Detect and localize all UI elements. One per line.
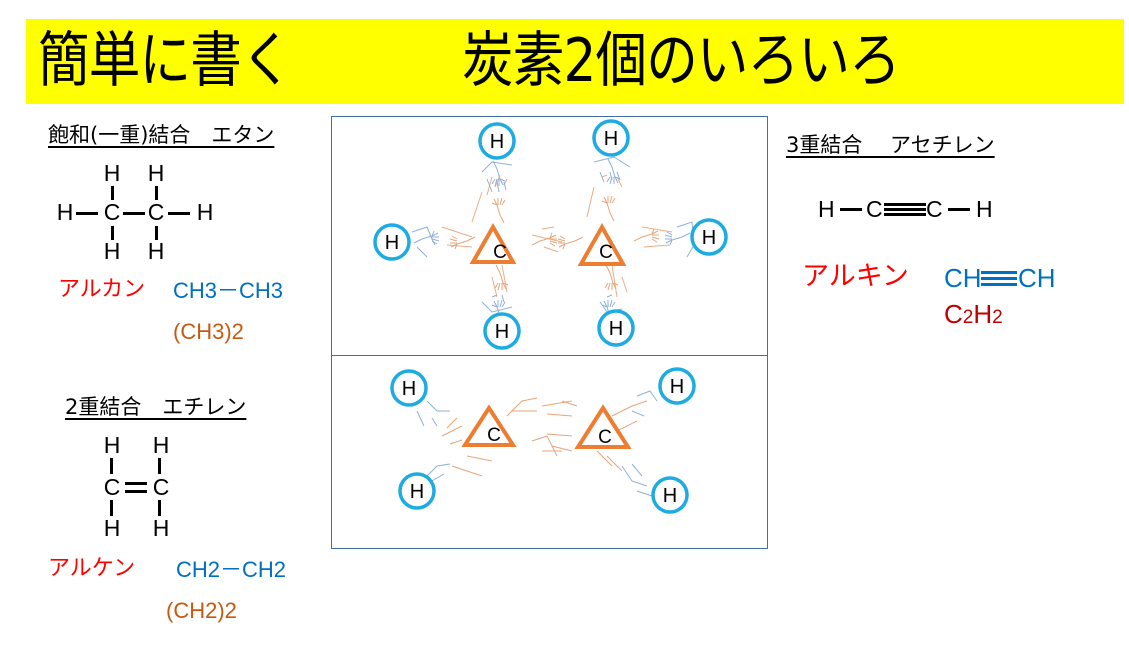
ethane-class-name: アルカン [58, 277, 146, 302]
ethane-condensed: (CH3)2 [173, 319, 244, 344]
bond [948, 208, 970, 211]
molecular-c-sub: 2 [962, 307, 974, 328]
hydrogen-circle: H [651, 476, 689, 514]
svg-text:C: C [599, 242, 613, 263]
formula-ch-right: CH [1018, 263, 1056, 293]
bond [111, 226, 114, 240]
acetylene-heading: 3重結合 アセチレン [786, 133, 995, 157]
hydrogen-circle: H [390, 369, 428, 407]
svg-text:C: C [493, 242, 507, 263]
hydrogen-circle: H [597, 309, 635, 347]
triple-bond-2 [884, 208, 926, 211]
triple-bond-3 [884, 213, 926, 216]
hydrogen-circle: H [483, 312, 521, 350]
bond [111, 186, 114, 200]
svg-text:H: H [495, 321, 509, 343]
atom-c: C [147, 199, 165, 225]
svg-text:H: H [663, 485, 677, 507]
hydrogen-circle: H [592, 119, 630, 157]
bond [76, 212, 98, 215]
molecular-c: C [944, 299, 963, 329]
atom-h: H [103, 515, 121, 541]
triple-bond-1 [884, 203, 926, 206]
title-left: 簡単に書く [38, 26, 293, 96]
acetylene-structure: H C C H [818, 196, 1018, 226]
double-bond-bottom [125, 490, 147, 493]
ethylene-formula: CH2－CH2 [176, 557, 287, 582]
ethane-hand-diagram: C C H H H H H H [331, 116, 768, 356]
ethylene-hand-diagram: C C H H H H [331, 355, 768, 549]
atom-h: H [147, 160, 165, 186]
svg-text:H: H [702, 227, 716, 249]
carbon-triangle-2: C [574, 404, 632, 449]
ethane-structure: H H H C C H H H [50, 160, 230, 270]
atom-c: C [866, 196, 883, 222]
carbon-triangle-1: C [469, 222, 517, 264]
triple-bond-line [981, 277, 1017, 280]
bond [158, 458, 161, 474]
molecular-h-sub: 2 [992, 307, 1003, 328]
svg-text:H: H [402, 378, 416, 400]
ethylene-condensed: (CH2)2 [166, 598, 237, 623]
bond [110, 500, 113, 516]
hydrogen-circle: H [690, 218, 728, 256]
molecular-h: H [973, 299, 993, 329]
atom-c: C [103, 474, 121, 500]
atom-c: C [926, 196, 943, 222]
acetylene-molecular: C2H2 [944, 298, 1003, 334]
ethylene-structure: H H C C H H [96, 430, 196, 541]
atom-h: H [152, 515, 170, 541]
atom-h: H [976, 196, 993, 222]
atom-h: H [103, 238, 121, 264]
atom-h: H [56, 199, 74, 225]
svg-text:H: H [604, 128, 618, 150]
svg-text:H: H [385, 232, 399, 254]
bond [155, 186, 158, 200]
hydrogen-circle: H [658, 367, 696, 405]
triple-bond-line [981, 271, 1017, 274]
bond [168, 212, 190, 215]
svg-text:H: H [609, 318, 623, 340]
atom-h: H [103, 432, 121, 458]
svg-text:C: C [487, 425, 501, 446]
hand-icon [413, 158, 691, 326]
acetylene-class-name: アルキン [802, 261, 909, 292]
formula-ch-left: CH [944, 263, 982, 293]
atom-c: C [103, 199, 121, 225]
atom-h: H [103, 160, 121, 186]
bond [840, 208, 862, 211]
hydrogen-circle: H [478, 122, 516, 160]
title-bar: 簡単に書く 炭素2個のいろいろ [26, 19, 1124, 104]
hydrogen-circle: H [398, 472, 436, 510]
carbon-triangle-1: C [461, 404, 517, 447]
svg-text:H: H [670, 376, 684, 398]
ethylene-class-name: アルケン [48, 556, 136, 581]
triple-bond-line [981, 283, 1017, 286]
carbon-triangle-2: C [577, 222, 627, 266]
acetylene-formula: CH CH [944, 262, 1074, 294]
atom-c: C [152, 474, 170, 500]
bond [123, 212, 145, 215]
title-right: 炭素2個のいろいろ [462, 26, 901, 96]
svg-text:C: C [598, 427, 612, 448]
svg-text:H: H [490, 131, 504, 153]
ethane-formula: CH3－CH3 [173, 278, 284, 303]
ethylene-heading: 2重結合 エチレン [65, 395, 247, 419]
atom-h: H [818, 196, 835, 222]
double-bond-top [125, 482, 147, 485]
atom-h: H [152, 432, 170, 458]
hydrogen-circle: H [373, 223, 411, 261]
svg-text:H: H [410, 481, 424, 503]
bond [110, 458, 113, 474]
bond [155, 226, 158, 240]
ethane-heading: 飽和(一重)結合 エタン [48, 123, 275, 147]
bond [158, 500, 161, 516]
atom-h: H [147, 238, 165, 264]
atom-h: H [196, 199, 214, 225]
